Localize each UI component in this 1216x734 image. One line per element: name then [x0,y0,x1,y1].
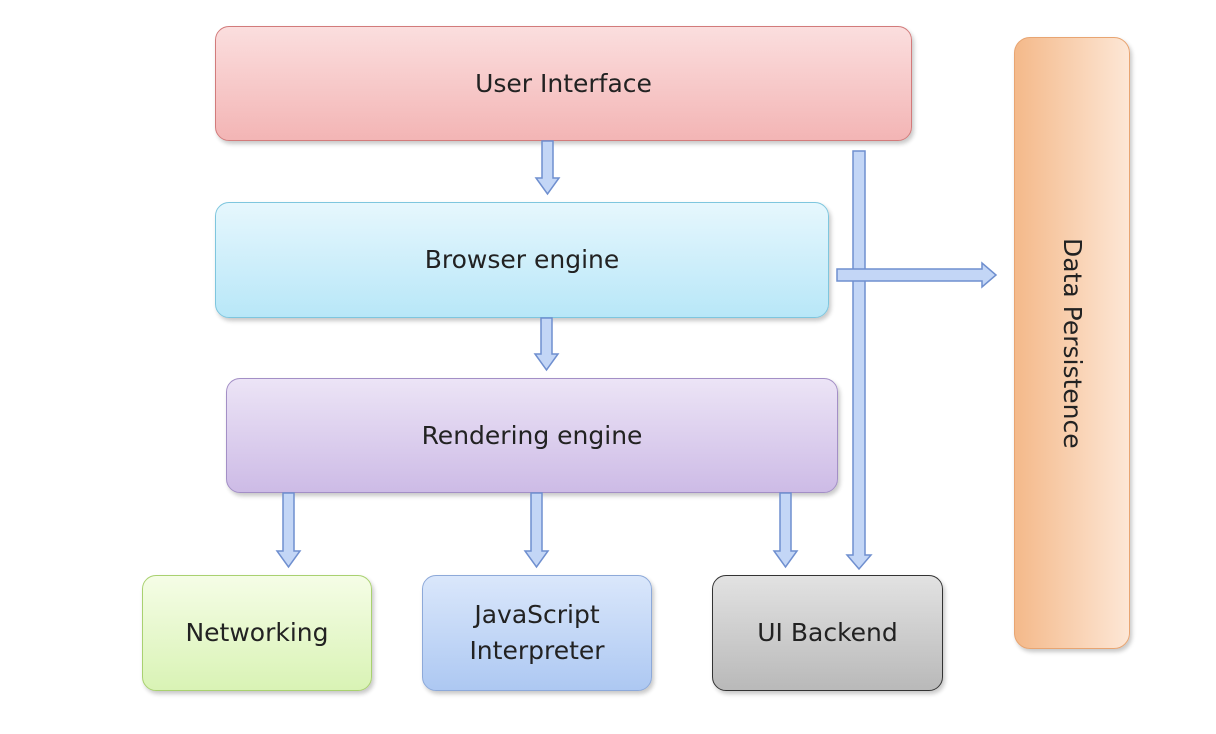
arrow-browser-to-rendering [533,317,560,372]
arrow-browser-to-datapersistence [836,261,998,289]
networking-box: Networking [142,575,372,691]
ui-backend-box: UI Backend [712,575,943,691]
javascript-interpreter-box: JavaScript Interpreter [422,575,652,691]
data-persistence-box: Data Persistence [1014,37,1130,649]
arrow-rendering-to-networking [275,492,302,569]
browser-engine-box: Browser engine [215,202,829,318]
user-interface-box: User Interface [215,26,912,141]
user-interface-label: User Interface [475,68,652,98]
networking-label: Networking [185,618,329,647]
rendering-engine-label: Rendering engine [421,420,643,450]
arrow-rendering-to-uibackend [772,492,799,569]
ui-backend-label: UI Backend [757,618,898,647]
arrow-ui-to-uibackend [845,150,873,571]
arrow-ui-to-browser [534,140,561,196]
data-persistence-label: Data Persistence [1058,237,1087,449]
arrow-rendering-to-javascript [523,492,550,569]
browser-engine-label: Browser engine [424,245,620,274]
javascript-interpreter-label: JavaScript Interpreter [469,600,605,665]
